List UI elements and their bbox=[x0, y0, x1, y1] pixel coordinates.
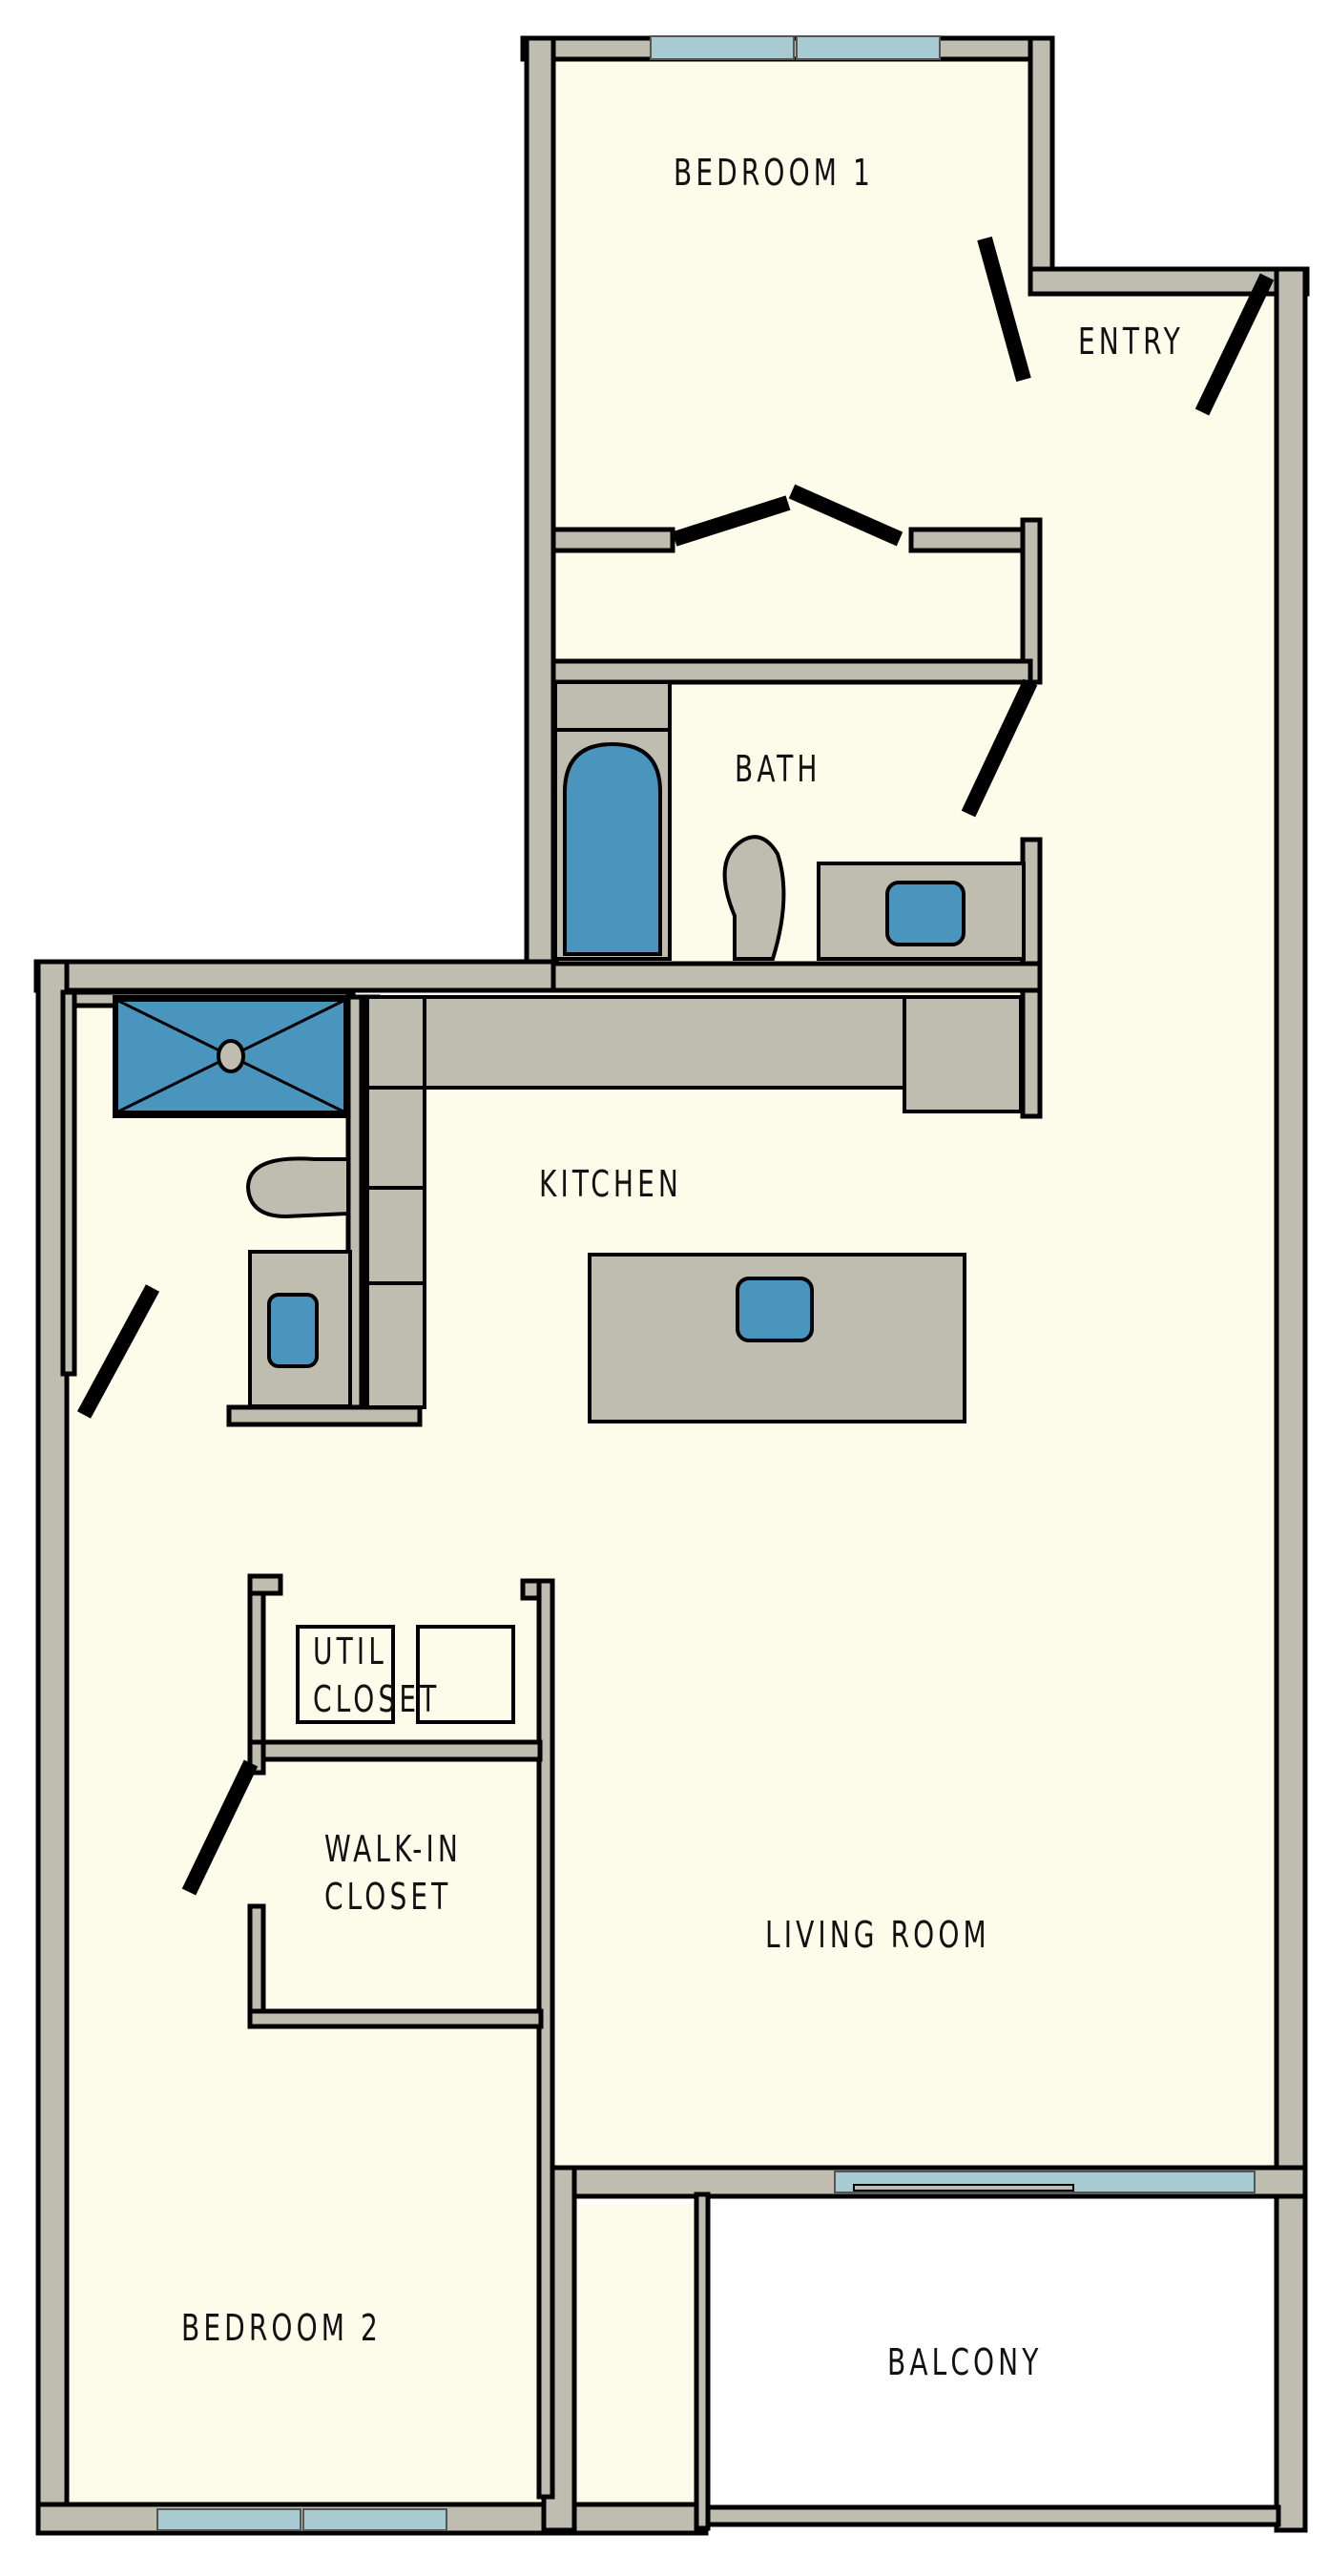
entry-door bbox=[1194, 273, 1275, 416]
walkin-door bbox=[181, 1759, 259, 1896]
closet-bifold-left bbox=[672, 495, 791, 547]
island-sink bbox=[736, 1277, 814, 1342]
fridge bbox=[903, 995, 1023, 1113]
window bbox=[796, 35, 941, 60]
bath-door bbox=[961, 678, 1038, 818]
room-label-walkin-2: CLOSET bbox=[324, 1876, 452, 1918]
room-label-util-closet-2: CLOSET bbox=[313, 1678, 441, 1720]
washer bbox=[296, 1625, 395, 1724]
window bbox=[650, 35, 795, 60]
doors bbox=[76, 236, 1275, 1896]
shower-drain bbox=[217, 1039, 245, 1073]
vanity-sink-2 bbox=[267, 1293, 319, 1368]
back-counter bbox=[423, 995, 908, 1090]
room-label-walkin-1: WALK-IN bbox=[324, 1828, 462, 1870]
bath-fixtures bbox=[113, 680, 1026, 1724]
room-label-entry: ENTRY bbox=[1078, 321, 1184, 363]
room-label-bedroom1: BEDROOM 1 bbox=[674, 152, 874, 194]
toilet bbox=[722, 835, 786, 961]
toilet-2 bbox=[245, 1156, 350, 1219]
room-label-balcony: BALCONY bbox=[887, 2341, 1043, 2383]
kitchen-counters bbox=[365, 995, 1023, 1423]
window bbox=[156, 2508, 301, 2531]
sliding-door-panel bbox=[853, 2184, 1074, 2192]
windows bbox=[156, 35, 1256, 2531]
room-label-bedroom2: BEDROOM 2 bbox=[181, 2307, 382, 2349]
room-label-bath: BATH bbox=[735, 748, 821, 790]
room-label-util-closet-1: UTIL bbox=[313, 1631, 387, 1672]
room-label-living-room: LIVING ROOM bbox=[765, 1914, 990, 1956]
bedroom1-door bbox=[977, 236, 1031, 383]
balcony-floor bbox=[708, 2204, 1277, 2509]
dryer bbox=[416, 1625, 515, 1724]
closet-bifold-right bbox=[788, 484, 903, 547]
left-counter bbox=[365, 995, 426, 1409]
interior-walls bbox=[60, 517, 1043, 2500]
vanity-sink bbox=[885, 881, 966, 946]
bath2-door bbox=[76, 1284, 160, 1419]
room-label-kitchen: KITCHEN bbox=[539, 1163, 682, 1205]
window bbox=[302, 2508, 447, 2531]
bathtub bbox=[563, 741, 662, 956]
